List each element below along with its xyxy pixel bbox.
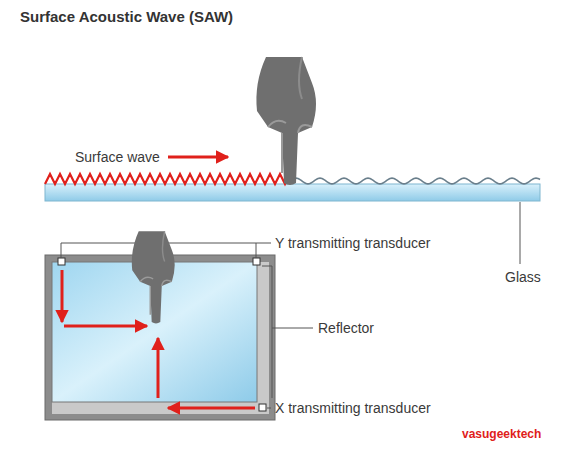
- wave-arrow: [64, 325, 147, 328]
- watermark: vasugeektech: [462, 425, 541, 443]
- leader-line: [262, 266, 272, 398]
- wave-arrow: [157, 338, 160, 398]
- transducer: [259, 404, 266, 411]
- hand-icon: [132, 231, 175, 323]
- leader-line: [272, 328, 313, 329]
- part-label: Glass: [505, 268, 541, 286]
- reflector-strip: [52, 402, 269, 414]
- reflector-strip: [257, 262, 269, 412]
- attenuated-wave: [290, 178, 540, 184]
- wave-arrow: [168, 407, 255, 410]
- wave-arrow: [168, 156, 228, 159]
- surface-wave-zigzag: [45, 174, 290, 184]
- glass-slab: [45, 184, 540, 201]
- part-label: Reflector: [318, 319, 374, 337]
- wave-label: Surface wave: [75, 148, 160, 166]
- transducer: [253, 258, 260, 265]
- wave-arrow: [61, 270, 64, 322]
- leader-line: [256, 243, 271, 244]
- transducer: [58, 258, 65, 265]
- part-label: Y transmitting transducer: [275, 234, 430, 252]
- leader-line: [267, 408, 271, 409]
- diagram-title: Surface Acoustic Wave (SAW): [20, 8, 233, 26]
- leader-line: [520, 202, 521, 264]
- part-label: X transmitting transducer: [275, 399, 431, 417]
- hand-icon: [256, 57, 316, 185]
